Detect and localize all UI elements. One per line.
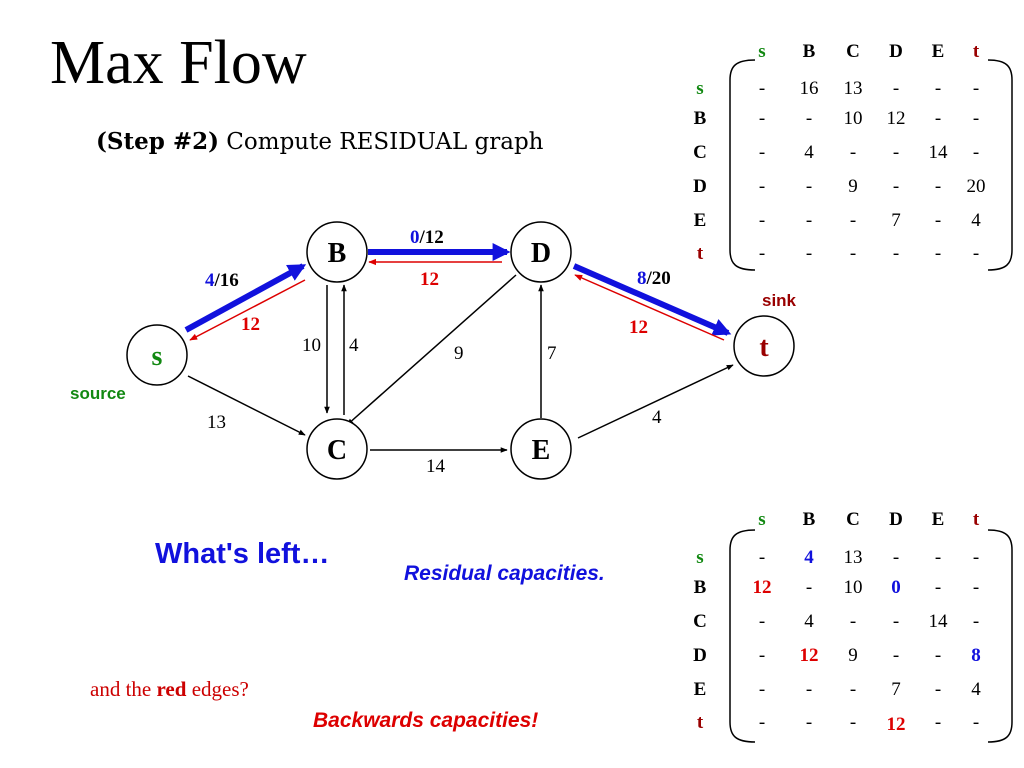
node-B-label: B: [328, 238, 347, 269]
step-caption: (Step #2) Compute RESIDUAL graph: [96, 128, 544, 155]
edge-D-t-label: 8/20: [637, 268, 671, 289]
edge-B-s-back: [189, 279, 306, 341]
node-B: [306, 221, 368, 283]
node-s-label: s: [152, 341, 163, 372]
edge-E-t: [577, 364, 734, 439]
edge-D-t-capacity: /20: [646, 268, 671, 289]
node-t: [733, 315, 795, 377]
node-t-label: t: [759, 332, 769, 363]
edge-D-C: [346, 274, 517, 426]
edge-C-E-label: 14: [426, 456, 446, 477]
edge-B-D-capacity: /12: [419, 227, 444, 248]
backwards-caption: Backwards capacities!: [313, 709, 539, 732]
sink-label: sink: [762, 291, 797, 310]
node-C-label: C: [327, 435, 347, 466]
node-D-label: D: [531, 238, 551, 269]
source-label: source: [70, 384, 126, 403]
edge-E-t-label: 4: [652, 407, 662, 428]
edge-s-B-capacity: /16: [214, 270, 239, 291]
matrix-top-left-bracket: [729, 59, 756, 271]
whats-left-heading: What's left…: [155, 538, 330, 570]
edge-t-D-back: [574, 274, 725, 341]
edge-s-C: [187, 375, 306, 436]
edge-s-C-label: 13: [207, 412, 226, 433]
edge-s-B-label: 4/16: [205, 270, 239, 291]
edge-B-D-flow-value: 0: [410, 227, 420, 248]
node-E: [510, 418, 572, 480]
step-text: Compute RESIDUAL graph: [219, 129, 544, 155]
edge-B-D-label: 0/12: [410, 227, 444, 248]
edge-t-D-back-label: 12: [629, 317, 648, 338]
matrix-bottom-right-bracket: [987, 529, 1013, 743]
node-C: [306, 418, 368, 480]
edge-C-B-label: 4: [349, 335, 359, 356]
step-number: (Step #2): [96, 128, 219, 155]
edge-D-t-flow-value: 8: [637, 268, 647, 289]
red-edges-question: and the red edges?: [90, 677, 249, 702]
red-q-pre: and the: [90, 677, 157, 701]
edge-B-s-back-label: 12: [241, 314, 260, 335]
edge-s-B-flow: [184, 263, 307, 333]
node-E-label: E: [532, 435, 551, 466]
matrix-bottom-left-bracket: [729, 529, 756, 743]
red-q-post: edges?: [186, 677, 249, 701]
node-D: [510, 221, 572, 283]
edge-B-C-label: 10: [302, 335, 321, 356]
residual-caption: Residual capacities.: [404, 562, 605, 585]
red-q-bold: red: [156, 677, 187, 701]
page-title: Max Flow: [50, 29, 307, 97]
edge-D-C-label: 9: [454, 343, 464, 364]
node-s: [126, 324, 188, 386]
edge-s-B-flow-value: 4: [205, 270, 215, 291]
edge-D-t-flow: [572, 263, 732, 336]
edge-D-B-back-label: 12: [420, 269, 439, 290]
matrix-top-right-bracket: [987, 59, 1013, 271]
edge-E-D-label: 7: [547, 343, 557, 364]
